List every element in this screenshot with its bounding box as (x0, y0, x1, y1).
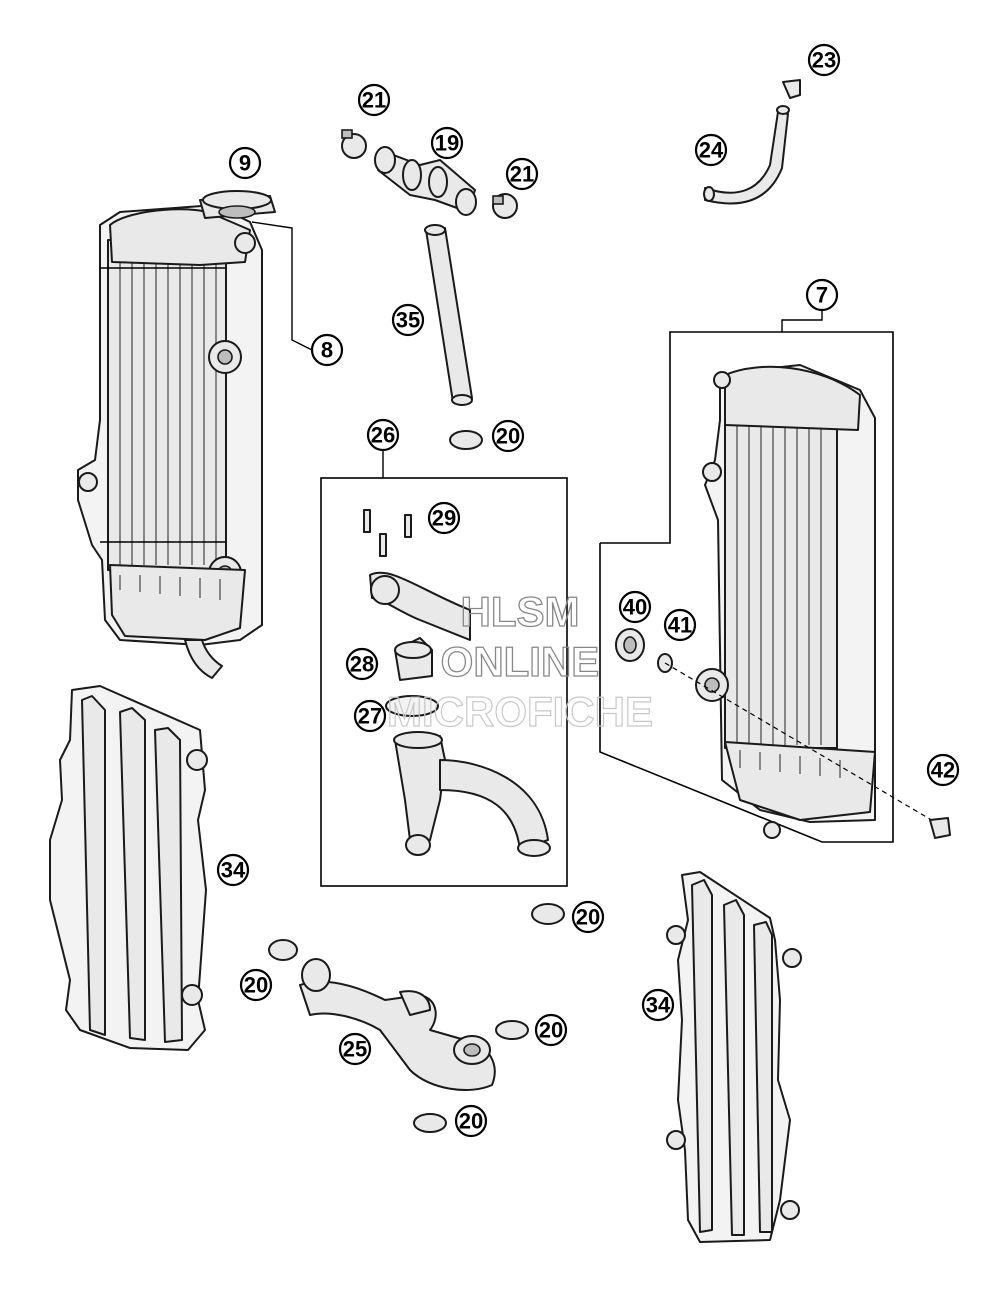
callout-20-d: 20 (534, 1013, 568, 1047)
svg-text:7: 7 (816, 283, 828, 308)
callout-20-b: 20 (571, 900, 605, 934)
svg-text:26: 26 (371, 423, 395, 448)
svg-text:20: 20 (496, 424, 520, 449)
svg-text:29: 29 (432, 506, 456, 531)
callout-34-right: 34 (641, 988, 675, 1022)
pipe-35 (424, 224, 473, 406)
callout-24: 24 (694, 133, 728, 167)
svg-text:24: 24 (699, 138, 724, 163)
right-radiator (599, 310, 951, 843)
callout-20-c: 20 (239, 968, 273, 1002)
callout-27: 27 (353, 699, 387, 733)
svg-text:34: 34 (221, 858, 246, 883)
svg-text:28: 28 (350, 652, 374, 677)
callout-20-e: 20 (454, 1104, 488, 1138)
svg-text:40: 40 (623, 595, 647, 620)
svg-text:19: 19 (435, 131, 459, 156)
svg-text:20: 20 (244, 973, 268, 998)
callout-34-left: 34 (216, 853, 250, 887)
right-shroud-34 (666, 871, 802, 1243)
svg-text:21: 21 (510, 162, 534, 187)
callout-21-right: 21 (505, 157, 539, 191)
svg-text:34: 34 (646, 993, 671, 1018)
svg-text:20: 20 (459, 1109, 483, 1134)
svg-text:27: 27 (358, 704, 382, 729)
svg-text:9: 9 (239, 151, 251, 176)
watermark-line-3: MICROFICHE (387, 688, 653, 735)
callout-8: 8 (310, 333, 344, 367)
svg-text:42: 42 (931, 758, 955, 783)
callout-21-top: 21 (357, 83, 391, 117)
callout-35: 35 (391, 303, 425, 337)
clamp-20-a-shape (449, 430, 483, 450)
hose-clamps-20 (268, 903, 565, 1133)
callout-23: 23 (807, 43, 841, 77)
callout-42: 42 (926, 753, 960, 787)
callout-9: 9 (228, 146, 262, 180)
thermostat-assembly-26 (320, 450, 568, 887)
lower-hose-25 (299, 958, 496, 1091)
callout-29: 29 (427, 501, 461, 535)
svg-text:41: 41 (668, 613, 692, 638)
breather-hose-24 (703, 79, 801, 205)
callout-28: 28 (345, 647, 379, 681)
callout-26: 26 (366, 418, 400, 452)
callout-41: 41 (663, 608, 697, 642)
watermark-line-1: HLSM (461, 588, 580, 635)
hose-connector-19 (341, 129, 518, 219)
svg-text:20: 20 (539, 1018, 563, 1043)
svg-text:35: 35 (396, 308, 420, 333)
callout-20-a: 20 (491, 419, 525, 453)
callout-25: 25 (338, 1032, 372, 1066)
watermark: HLSM ONLINE MICROFICHE (386, 587, 653, 735)
callout-40: 40 (618, 590, 652, 624)
callout-7: 7 (805, 278, 839, 312)
left-shroud-34 (49, 685, 208, 1051)
svg-text:21: 21 (362, 88, 386, 113)
callout-19: 19 (430, 126, 464, 160)
watermark-line-2: ONLINE (441, 638, 600, 685)
svg-text:23: 23 (812, 48, 836, 73)
svg-text:20: 20 (576, 905, 600, 930)
left-radiator (77, 190, 313, 679)
svg-text:8: 8 (321, 338, 333, 363)
svg-text:25: 25 (343, 1037, 367, 1062)
